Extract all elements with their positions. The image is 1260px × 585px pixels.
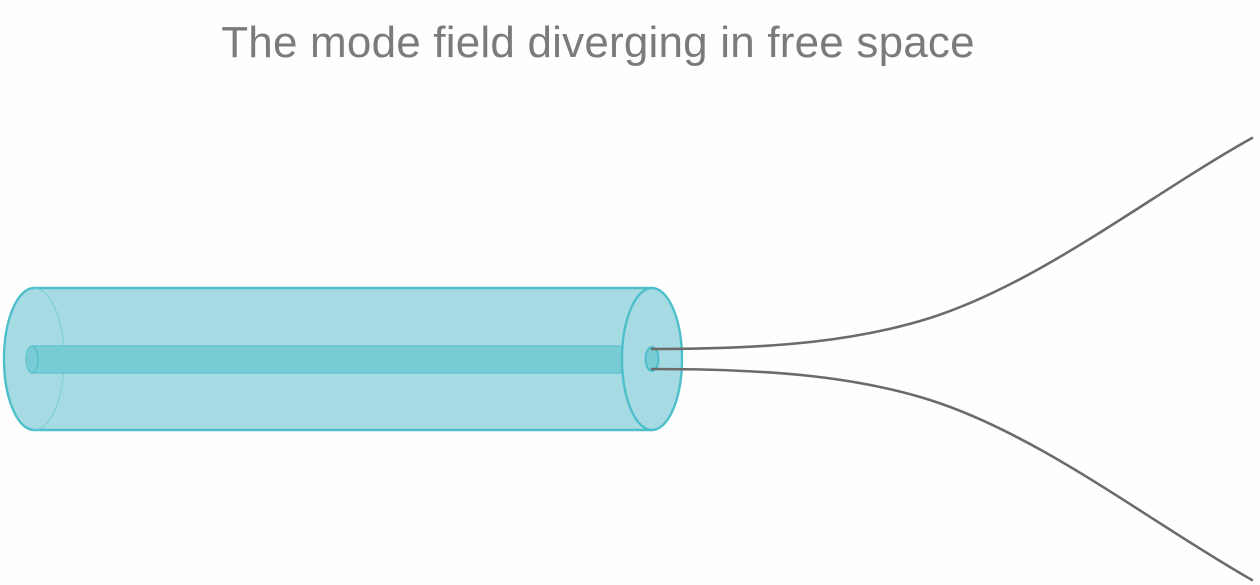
beam-lower-edge [650, 367, 1254, 582]
fiber-core [25, 345, 653, 374]
beam-upper-edge [650, 136, 1254, 351]
fiber-core-back-end [31, 345, 39, 374]
fiber-core-end-face [644, 346, 660, 372]
diagram-title: The mode field diverging in free space [221, 18, 975, 67]
